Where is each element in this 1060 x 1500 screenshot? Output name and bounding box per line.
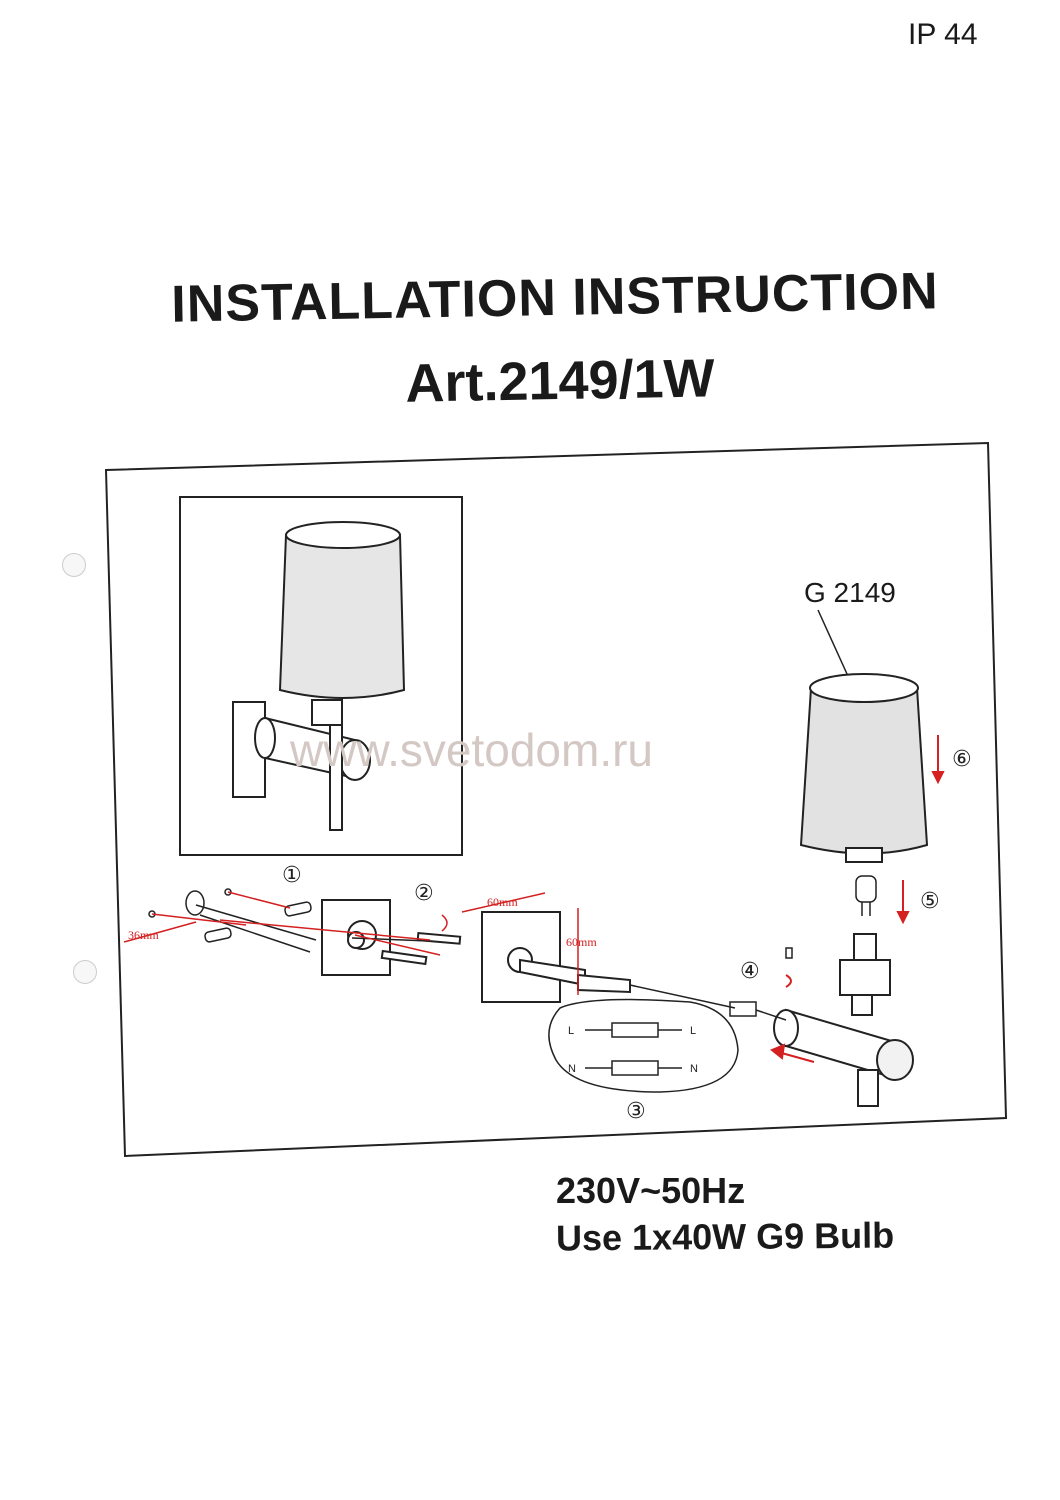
assembled-lamp (232, 521, 406, 831)
wiring-detail (585, 1022, 682, 1076)
punch-hole-top (62, 553, 86, 577)
lamp-holder (773, 933, 914, 1107)
lamp-shade (799, 673, 929, 863)
step-3-marker: ③ (626, 1099, 646, 1124)
back-plate (481, 911, 631, 1003)
ip-rating: IP 44 (908, 18, 978, 51)
terminal-connector (629, 947, 793, 1021)
dim-36mm-label: 36mm (128, 928, 159, 942)
wire-neutral-left: N (568, 1063, 576, 1075)
step-5-marker: ⑤ (920, 889, 940, 914)
dim-60mm-v-label: 60mm (566, 935, 597, 949)
bulb-spec: Use 1x40W G9 Bulb (555, 1214, 895, 1259)
punch-hole-bottom (73, 960, 97, 984)
mounting-plate (321, 899, 462, 976)
wire-live-left: L (568, 1025, 574, 1037)
watermark: www.svetodom.ru (289, 724, 653, 776)
step-markers: ① ② ③ ④ ⑤ ⑥ (282, 747, 972, 1124)
dim-36mm (123, 891, 291, 943)
step-2-marker: ② (414, 881, 434, 906)
direction-arrows (770, 735, 945, 1063)
wire-neutral-right: N (690, 1063, 698, 1075)
step-6-marker: ⑥ (952, 747, 972, 772)
shade-label: G 2149 (804, 577, 896, 608)
dim-60mm (441, 892, 579, 995)
diagram-frame (104, 441, 1008, 1158)
product-view-frame (179, 496, 463, 856)
g9-bulb (855, 875, 877, 916)
wall-anchors (148, 888, 317, 953)
wiring-bubble (548, 998, 739, 1093)
voltage-spec: 230V~50Hz (556, 1170, 746, 1211)
dim-60mm-h-label: 60mm (487, 895, 518, 909)
step-4-marker: ④ (740, 959, 760, 984)
step-1-marker: ① (282, 863, 302, 888)
wire-live-right: L (690, 1025, 696, 1037)
